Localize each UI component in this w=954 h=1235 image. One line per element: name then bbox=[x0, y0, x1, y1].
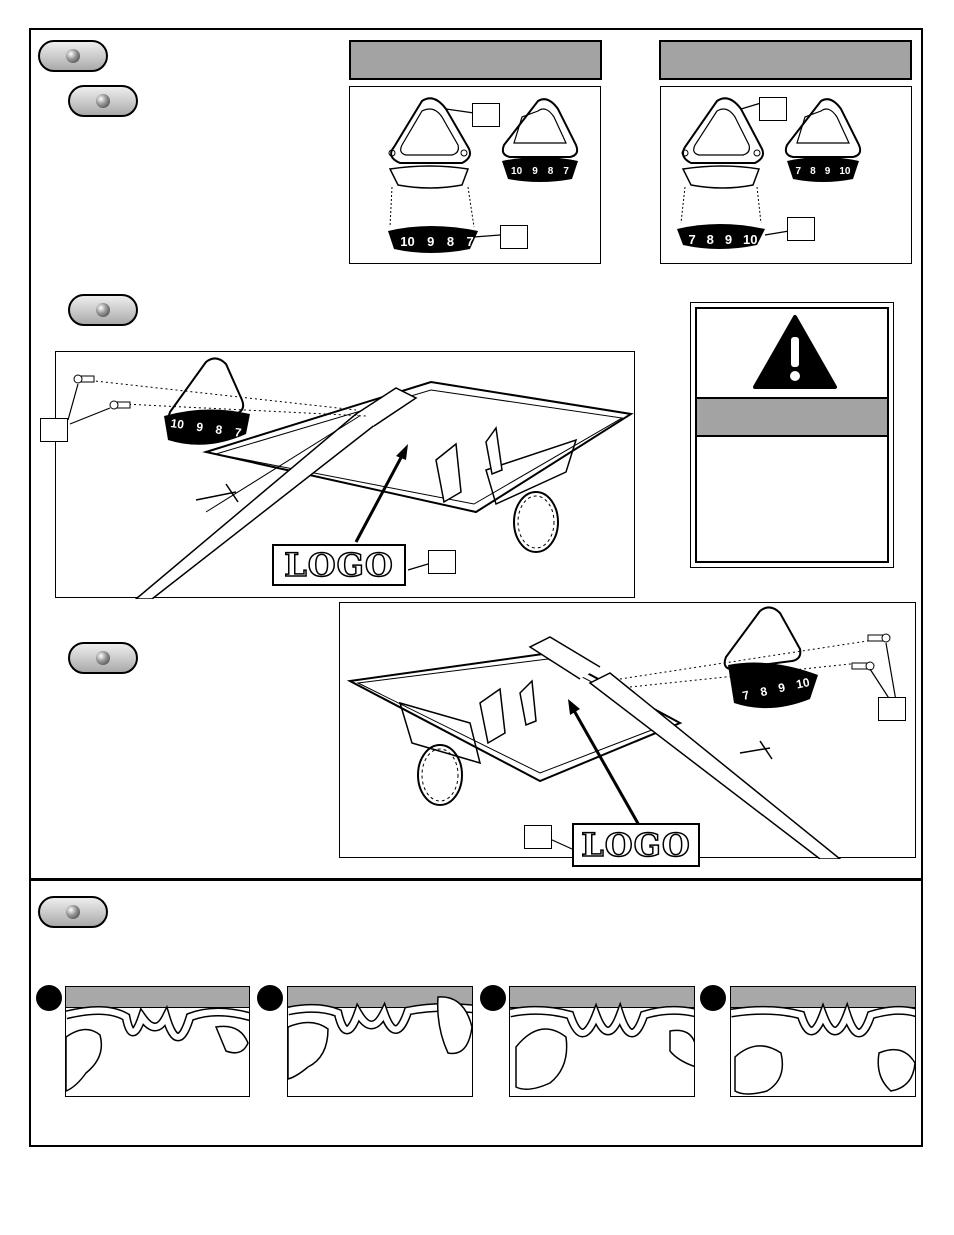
decal-number: 7 bbox=[563, 165, 569, 177]
logo-decal: LOGO bbox=[572, 823, 700, 867]
decal-number: 10 bbox=[743, 231, 758, 247]
warning-box bbox=[690, 302, 894, 568]
callout-box bbox=[500, 225, 528, 249]
callout-box bbox=[472, 103, 500, 127]
step-dot-icon bbox=[36, 985, 62, 1011]
decal-number: 8 bbox=[706, 231, 714, 247]
decal-number: 10 bbox=[400, 233, 415, 249]
decal-number: 10 bbox=[839, 165, 851, 177]
decal-number: 7 bbox=[688, 231, 696, 247]
step-badge-icon bbox=[68, 294, 138, 326]
logo-text: LOGO bbox=[580, 825, 691, 865]
wrap-step-4 bbox=[730, 986, 916, 1097]
wrap-step-1 bbox=[65, 986, 250, 1097]
install-right-panel: 7 8 9 10 LOGO bbox=[339, 602, 916, 867]
step-dot-icon bbox=[700, 985, 726, 1011]
section-divider bbox=[29, 878, 923, 881]
step-badge-icon bbox=[38, 896, 108, 928]
logo-decal: LOGO bbox=[272, 544, 406, 586]
callout-box bbox=[40, 418, 68, 442]
decal-number: 9 bbox=[776, 680, 787, 696]
callout-box bbox=[878, 697, 906, 721]
logo-text: LOGO bbox=[283, 545, 394, 585]
decal-left-header bbox=[349, 40, 602, 80]
decal-number: 8 bbox=[446, 233, 455, 249]
step-dot-icon bbox=[257, 985, 283, 1011]
step-badge-icon bbox=[38, 40, 108, 72]
install-left-panel: 10 9 8 7 LOGO bbox=[40, 351, 635, 599]
callout-box bbox=[524, 825, 552, 849]
decal-number: 7 bbox=[795, 165, 802, 177]
decal-number: 7 bbox=[466, 233, 474, 249]
callout-box bbox=[759, 97, 787, 121]
step-badge-icon bbox=[68, 85, 138, 117]
decal-number: 9 bbox=[195, 419, 205, 435]
wrap-step-3 bbox=[509, 986, 695, 1097]
decal-left-panel: 10 9 8 7 10 9 8 7 bbox=[349, 86, 601, 264]
decal-number: 8 bbox=[547, 165, 554, 177]
decal-number: 7 bbox=[741, 687, 751, 703]
decal-right-panel: 7 8 9 10 7 8 9 10 bbox=[660, 86, 912, 264]
decal-number: 8 bbox=[214, 422, 224, 438]
decal-number: 9 bbox=[824, 165, 831, 177]
warning-header bbox=[697, 397, 887, 437]
decal-number: 10 bbox=[169, 416, 185, 432]
step-dot-icon bbox=[480, 985, 506, 1011]
step-badge-icon bbox=[68, 642, 138, 674]
wrap-step-2 bbox=[287, 986, 473, 1097]
decal-number: 8 bbox=[810, 165, 816, 177]
decal-number: 9 bbox=[532, 165, 538, 177]
decal-number: 10 bbox=[794, 675, 811, 692]
decal-number: 7 bbox=[233, 425, 243, 440]
decal-number: 9 bbox=[427, 233, 435, 249]
page-frame bbox=[29, 28, 923, 1147]
callout-box bbox=[787, 217, 815, 241]
decal-right-header bbox=[659, 40, 912, 80]
decal-number: 8 bbox=[759, 684, 769, 700]
callout-box bbox=[428, 550, 456, 574]
decal-number: 9 bbox=[724, 231, 733, 247]
warning-triangle-icon bbox=[753, 315, 837, 389]
decal-number: 10 bbox=[511, 165, 523, 177]
